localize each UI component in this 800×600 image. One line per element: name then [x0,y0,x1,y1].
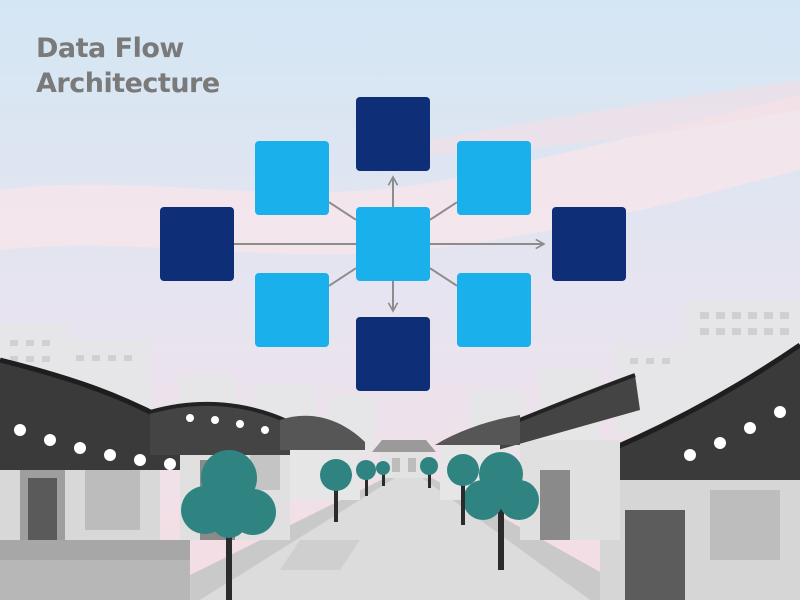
node-right [552,207,626,281]
node-bottom-right [457,273,531,347]
skyline-windows [10,312,789,364]
node-center [356,207,430,281]
page-title: Data Flow Architecture [36,32,220,101]
connector-center-to-top-left [328,201,357,221]
node-top [356,97,430,171]
distant-gate [372,440,436,482]
node-bottom-left [255,273,329,347]
tree-left-mid [320,459,352,522]
tree-left-near [181,450,276,600]
road-shadow [280,540,360,570]
title-line-1: Data Flow [36,33,184,64]
connector-center-to-bottom-left [328,267,357,287]
tree-right-mid [447,454,479,525]
node-group [160,97,626,391]
connector-center-to-top-right [429,201,458,221]
node-bottom [356,317,430,391]
node-left [160,207,234,281]
tree-left-farther [376,461,390,486]
connector-center-to-bottom-right [429,267,458,287]
tree-right-near [463,452,539,570]
cloud-band [430,80,800,155]
title-line-2: Architecture [36,67,220,99]
node-top-left [255,141,329,215]
tree-left-far [356,460,376,496]
tree-right-far [420,457,438,488]
node-top-right [457,141,531,215]
